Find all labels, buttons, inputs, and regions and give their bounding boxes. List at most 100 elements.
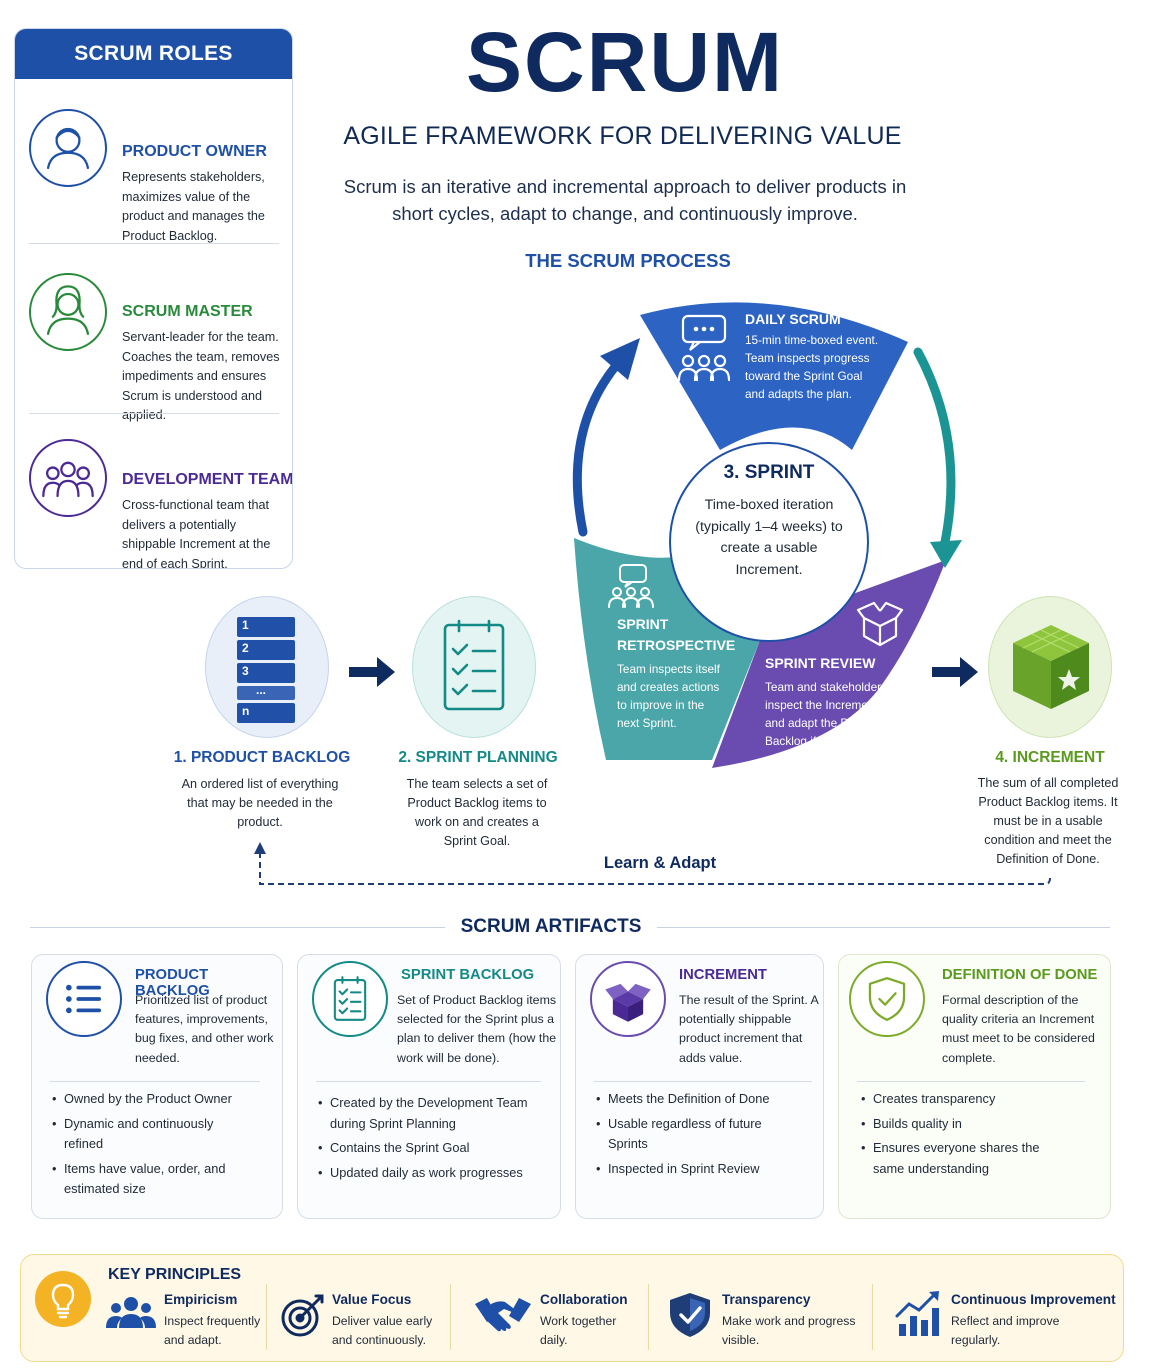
arrow-right-icon <box>347 654 397 690</box>
chart-up-icon <box>893 1290 947 1340</box>
role-title: SCRUM MASTER <box>122 303 253 320</box>
list-item: Items have value, order, and estimated s… <box>52 1159 237 1200</box>
cube-icon <box>1013 625 1089 709</box>
divider <box>29 413 279 414</box>
product-backlog-illustration: 1 2 3 ... n <box>205 596 329 738</box>
principle-title: Collaboration <box>540 1292 628 1307</box>
arrow-right-icon <box>930 654 980 690</box>
principles-heading: KEY PRINCIPLES <box>108 1266 242 1283</box>
retro-team-icon <box>608 564 654 608</box>
list-item: Updated daily as work progresses <box>318 1163 538 1184</box>
artifact-desc: Prioritized list of product features, im… <box>135 993 274 1065</box>
divider <box>50 1081 260 1082</box>
artifact-bullets: Creates transparency Builds quality in E… <box>861 1089 1081 1183</box>
step-title-sprint-planning: 2. SPRINT PLANNING <box>398 749 558 766</box>
sprint-review-desc: Team and stakeholders inspect the Increm… <box>765 680 887 748</box>
page-title: SCRUM <box>466 15 784 109</box>
person-icon <box>29 109 107 187</box>
process-heading: THE SCRUM PROCESS <box>525 250 731 271</box>
list-icon <box>46 961 122 1037</box>
sprint-cycle-diagram <box>572 302 962 768</box>
artifact-bullets: Created by the Development Team during S… <box>318 1093 538 1187</box>
retrospective-title: SPRINT RETROSPECTIVE <box>617 616 736 653</box>
artifact-bullets: Owned by the Product Owner Dynamic and c… <box>52 1089 272 1204</box>
principle-title: Value Focus <box>332 1292 412 1307</box>
daily-scrum-desc: 15-min time-boxed event. Team inspects p… <box>745 333 879 401</box>
cycle-arrow-right <box>913 347 956 547</box>
principle-desc: Make work and progress visible. <box>722 1314 856 1347</box>
step-title-product-backlog: 1. PRODUCT BACKLOG <box>173 749 351 766</box>
artifact-card-sprint-backlog: SPRINT BACKLOG Set of Product Backlog it… <box>297 954 561 1219</box>
artifact-desc: Formal description of the quality criter… <box>942 993 1095 1065</box>
artifact-card-increment: INCREMENT The result of the Sprint. A po… <box>575 954 824 1219</box>
role-title: PRODUCT OWNER <box>122 143 267 160</box>
arrow-head <box>930 540 962 568</box>
shield-check-icon <box>664 1290 718 1340</box>
divider <box>594 1081 812 1082</box>
people-icon <box>104 1290 158 1340</box>
target-icon <box>276 1290 330 1340</box>
artifacts-heading: SCRUM ARTIFACTS <box>445 916 657 938</box>
backlog-item-number: 1 <box>242 618 249 632</box>
artifact-title: INCREMENT <box>679 967 767 983</box>
principle-title: Transparency <box>722 1292 811 1307</box>
roles-heading: SCRUM ROLES <box>15 29 292 79</box>
artifact-title: DEFINITION OF DONE <box>942 967 1098 983</box>
artifact-title: SPRINT BACKLOG <box>401 967 535 983</box>
list-item: Usable regardless of future Sprints <box>596 1114 796 1155</box>
cycle-arrow-left <box>572 345 635 537</box>
learn-adapt-loop <box>254 842 1051 885</box>
list-item: Builds quality in <box>861 1114 1081 1135</box>
role-desc: Servant-leader for the team. Coaches the… <box>122 330 280 422</box>
box-icon <box>590 961 666 1037</box>
artifact-card-product-backlog: PRODUCT BACKLOG Prioritized list of prod… <box>31 954 283 1219</box>
list-item: Dynamic and continuously refined <box>52 1114 227 1155</box>
daily-scrum-segment <box>640 302 908 450</box>
retrospective-desc: Team inspects itself and creates actions… <box>617 662 720 730</box>
sprint-desc: Time-boxed iteration (typically 1–4 week… <box>695 497 843 578</box>
role-product-owner: PRODUCT OWNER Represents stakeholders, m… <box>15 79 292 243</box>
key-principles-panel <box>20 1254 1124 1362</box>
open-box-icon <box>856 601 904 647</box>
divider <box>648 1284 649 1350</box>
backlog-item-number: 3 <box>242 664 249 678</box>
artifact-desc: Set of Product Backlog items selected fo… <box>397 993 557 1065</box>
divider <box>857 1081 1085 1082</box>
sprint-core-circle <box>669 442 869 642</box>
principle-title: Empiricism <box>164 1292 238 1307</box>
list-item: Meets the Definition of Done <box>596 1089 816 1110</box>
step-desc-increment: The sum of all completed Product Backlog… <box>977 776 1119 866</box>
chat-team-icon <box>677 314 731 382</box>
list-item: Created by the Development Team during S… <box>318 1093 528 1134</box>
sprint-title: 3. SPRINT <box>723 462 815 483</box>
principle-title: Continuous Improvement <box>951 1292 1116 1307</box>
list-item: Creates transparency <box>861 1089 1081 1110</box>
person-long-hair-icon <box>29 273 107 351</box>
daily-scrum-title: DAILY SCRUM <box>745 311 841 327</box>
role-title: DEVELOPMENT TEAM <box>122 471 293 488</box>
handshake-icon <box>473 1290 533 1340</box>
artifact-desc: The result of the Sprint. A potentially … <box>679 993 819 1065</box>
step-desc-sprint-planning: The team selects a set of Product Backlo… <box>406 777 548 848</box>
shield-check-icon <box>849 961 925 1037</box>
increment-illustration <box>988 596 1112 738</box>
clipboard-check-icon <box>443 619 505 711</box>
role-desc: Represents stakeholders, maximizes value… <box>122 170 265 243</box>
principle-desc: Deliver value early and continuously. <box>332 1314 433 1347</box>
artifact-bullets: Meets the Definition of Done Usable rega… <box>596 1089 816 1183</box>
step-desc-product-backlog: An ordered list of everything that may b… <box>181 777 339 829</box>
intro-text: Scrum is an iterative and incremental ap… <box>343 176 907 224</box>
divider <box>316 1081 541 1082</box>
team-icon <box>29 439 107 517</box>
sprint-review-title: SPRINT REVIEW <box>765 655 876 671</box>
divider <box>872 1284 873 1350</box>
learn-adapt-label: Learn & Adapt <box>603 854 717 872</box>
backlog-list-icon <box>237 617 295 723</box>
principle-desc: Inspect frequently and adapt. <box>164 1314 261 1347</box>
role-development-team: DEVELOPMENT TEAM Cross-functional team t… <box>15 413 293 569</box>
role-desc: Cross-functional team that delivers a po… <box>122 498 271 569</box>
list-item: Inspected in Sprint Review <box>596 1159 816 1180</box>
principle-desc: Reflect and improve regularly. <box>951 1314 1060 1347</box>
backlog-item-number: 2 <box>242 641 249 655</box>
artifact-title: PRODUCT BACKLOG <box>135 967 210 999</box>
